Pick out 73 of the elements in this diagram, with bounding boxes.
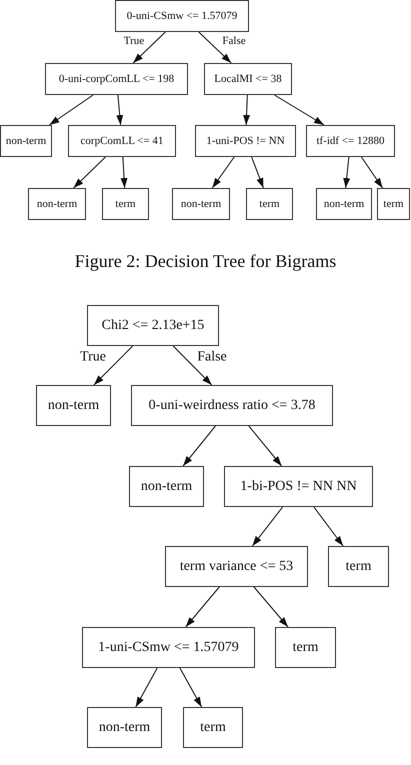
- arrow: [135, 668, 158, 708]
- arrow: [93, 346, 134, 386]
- node-text: non-term: [98, 720, 150, 736]
- tree-node-box: [246, 188, 293, 220]
- node-text: term: [383, 198, 404, 210]
- edge-label: False: [222, 34, 246, 48]
- tree-node-box: [204, 63, 292, 95]
- node-text: non-term: [36, 198, 78, 210]
- tree-node-box: [68, 125, 176, 157]
- arrow: [248, 426, 282, 466]
- node-text: 0-uni-corpComLL <= 198: [58, 72, 174, 86]
- arrow: [48, 94, 94, 126]
- tree-node-box: [306, 125, 395, 157]
- tree-node-box: [328, 546, 389, 587]
- tree-node-box: [224, 466, 373, 507]
- node-text: term: [259, 198, 280, 210]
- tree-node-box: [0, 125, 52, 157]
- arrow: [274, 94, 325, 126]
- tree-node-box: [87, 305, 219, 346]
- arrow: [313, 506, 344, 546]
- node-text: term: [292, 640, 318, 656]
- node-text: corpComLL <= 41: [80, 134, 164, 148]
- arrow: [198, 32, 232, 64]
- arrow: [360, 156, 384, 188]
- node-text: non-term: [324, 198, 364, 210]
- arrow: [132, 32, 166, 64]
- arrow: [120, 156, 128, 188]
- node-text: non-term: [140, 478, 192, 494]
- tree-node-box: [36, 385, 111, 426]
- tree-node-box: [28, 188, 86, 220]
- arrow: [185, 586, 220, 628]
- node-text: non-term: [180, 198, 222, 210]
- arrow: [212, 156, 235, 188]
- figure-caption: Figure 2: Decision Tree for Bigrams: [74, 251, 338, 272]
- tree-node-box: [195, 125, 296, 157]
- arrow: [243, 94, 250, 126]
- node-text: 1-uni-CSmw <= 1.57079: [98, 640, 239, 656]
- tree-node-box: [183, 707, 243, 748]
- tree-node-box: [45, 63, 188, 95]
- tree-node-box: [165, 546, 308, 587]
- tree-node-box: [172, 188, 230, 220]
- tree-node-box: [87, 707, 162, 748]
- arrow: [116, 94, 124, 126]
- tree-node-box: [275, 627, 336, 668]
- node-text: LocalMI <= 38: [214, 72, 282, 86]
- node-text: 0-uni-CSmw <= 1.57079: [126, 10, 238, 22]
- node-text: term: [200, 720, 226, 736]
- edge-label: True: [124, 34, 144, 48]
- tree-node-box: [129, 466, 204, 507]
- node-text: tf-idf <= 12880: [316, 134, 384, 148]
- arrow: [343, 156, 350, 188]
- arrow: [73, 156, 106, 188]
- node-text: 0-uni-weirdness ratio <= 3.78: [148, 398, 316, 414]
- tree-node-box: [377, 188, 410, 220]
- node-text: 1-bi-POS != NN NN: [240, 478, 357, 494]
- node-text: 1-uni-POS != NN: [206, 134, 285, 148]
- node-text: term: [346, 558, 372, 574]
- node-text: non-term: [6, 134, 46, 148]
- node-text: non-term: [48, 398, 100, 414]
- arrow: [172, 346, 212, 386]
- tree-node-box: [115, 0, 249, 32]
- node-text: term: [115, 198, 136, 210]
- node-text: Chi2 <= 2.13e+15: [102, 318, 204, 334]
- tree-node-box: [316, 188, 372, 220]
- arrow: [251, 156, 264, 188]
- arrow: [182, 426, 216, 466]
- tree-node-box: [102, 188, 149, 220]
- node-text: term variance <= 53: [180, 558, 294, 574]
- arrow: [253, 586, 289, 628]
- arrow: [252, 506, 284, 546]
- arrow: [179, 668, 202, 708]
- tree-node-box: [131, 385, 333, 426]
- tree-node-box: [82, 627, 255, 668]
